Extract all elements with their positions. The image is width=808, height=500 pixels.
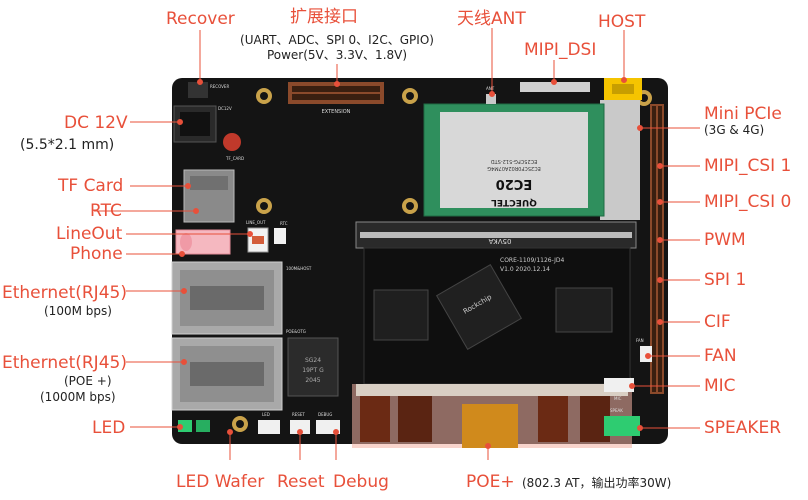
label-rtc: RTC — [90, 201, 122, 221]
label-recover: Recover — [166, 9, 235, 29]
label-eth2-sub1: (POE +) — [64, 374, 112, 388]
poeotg-silk: POE&OTG — [286, 329, 306, 334]
debug-silk: DEBUG — [318, 412, 332, 417]
emmc-chip — [555, 287, 613, 333]
poe-chip — [287, 337, 339, 397]
soc-chip — [435, 263, 523, 351]
label-phone: Phone — [70, 244, 123, 264]
label-mipi-csi0: MIPI_CSI 0 — [704, 192, 792, 212]
reset-button-part — [290, 420, 310, 434]
label-debug: Debug — [333, 472, 389, 492]
led-silk: LED — [262, 412, 270, 417]
recover-button-part — [188, 82, 208, 98]
dc12v-silk: DC12V — [218, 106, 232, 111]
dimm-silk: 05VKA — [488, 237, 511, 245]
mini-pcie-slot — [600, 100, 640, 220]
fan-silk: FAN — [636, 338, 644, 343]
rtc-silk: RTC — [280, 221, 288, 226]
capacitor — [223, 133, 241, 151]
label-extension-line2: Power(5V、3.3V、1.8V) — [266, 48, 408, 62]
mic-connector — [604, 378, 634, 392]
label-dc-sub: (5.5*2.1 mm) — [20, 137, 115, 153]
label-poe-sub: (802.3 AT，输出功率30W) — [522, 476, 672, 490]
label-poe: POE+ — [466, 472, 515, 492]
ant-silk: ANT — [486, 86, 495, 91]
label-reset: Reset — [277, 472, 325, 492]
label-eth1: Ethernet(RJ45) — [2, 283, 127, 303]
label-extension: 扩展接口 — [290, 7, 358, 27]
module-code2: EC25CFG-512-STD — [491, 158, 538, 164]
label-eth2: Ethernet(RJ45) — [2, 353, 127, 373]
label-lineout: LineOut — [56, 224, 123, 244]
mipi-dsi-connector — [520, 82, 590, 92]
label-speaker: SPEAKER — [704, 418, 782, 438]
poe-chip-line3: 2045 — [305, 377, 320, 384]
label-eth1-sub: (100M bps) — [44, 304, 112, 318]
module-name: EC20 — [496, 176, 533, 191]
extension-pins — [292, 86, 380, 100]
label-led-wafer: LED Wafer — [176, 472, 265, 492]
label-mini-pcie-sub: (3G & 4G) — [704, 123, 765, 137]
label-spi1: SPI 1 — [704, 270, 747, 290]
rtc-connector — [274, 228, 286, 244]
poe-chip-line1: SG24 — [305, 357, 321, 364]
memory-chip — [373, 289, 429, 341]
speaker-connector — [604, 416, 640, 436]
poe-chip-line2: 19PT G — [302, 367, 324, 374]
module-brand: QUECTEL — [491, 197, 537, 207]
antenna-connector — [486, 94, 496, 104]
label-led: LED — [92, 418, 126, 438]
label-mini-pcie: Mini PCIe — [704, 104, 782, 124]
extension-silk: EXTENSION — [322, 109, 351, 115]
host100m-silk: 100M&HOST — [286, 266, 312, 271]
lineout-silk: LINE_OUT — [246, 220, 266, 225]
right-header-pins — [652, 106, 662, 392]
core-version-silk: V1.0 2020.12.14 — [500, 266, 550, 273]
speak-silk: SPEAK — [610, 408, 623, 413]
module-code1: EC25CF0R02A07M4G — [487, 165, 541, 171]
label-ant: 天线ANT — [457, 9, 526, 29]
leader-lines — [94, 28, 700, 460]
led-wafer-connector — [258, 420, 280, 434]
label-mic: MIC — [704, 376, 736, 396]
core-silk: CORE-1109/1126-JD4 — [500, 257, 564, 264]
recover-silk: RECOVER — [210, 84, 229, 89]
reset-silk: RESET — [292, 412, 305, 417]
label-host: HOST — [598, 12, 646, 32]
label-pwm: PWM — [704, 230, 746, 250]
label-tf-card: TF Card — [58, 176, 124, 196]
mic-silk: MIC — [614, 396, 622, 401]
label-extension-line1: (UART、ADC、SPI 0、I2C、GPIO) — [240, 33, 434, 47]
label-eth2-sub2: (1000M bps) — [40, 390, 116, 404]
label-mipi-csi1: MIPI_CSI 1 — [704, 156, 792, 176]
label-mipi-dsi: MIPI_DSI — [524, 40, 597, 60]
label-fan: FAN — [704, 346, 737, 366]
tf-card-silk: TF_CARD — [225, 156, 244, 161]
label-cif: CIF — [704, 312, 731, 332]
label-dc: DC 12V — [64, 113, 128, 133]
